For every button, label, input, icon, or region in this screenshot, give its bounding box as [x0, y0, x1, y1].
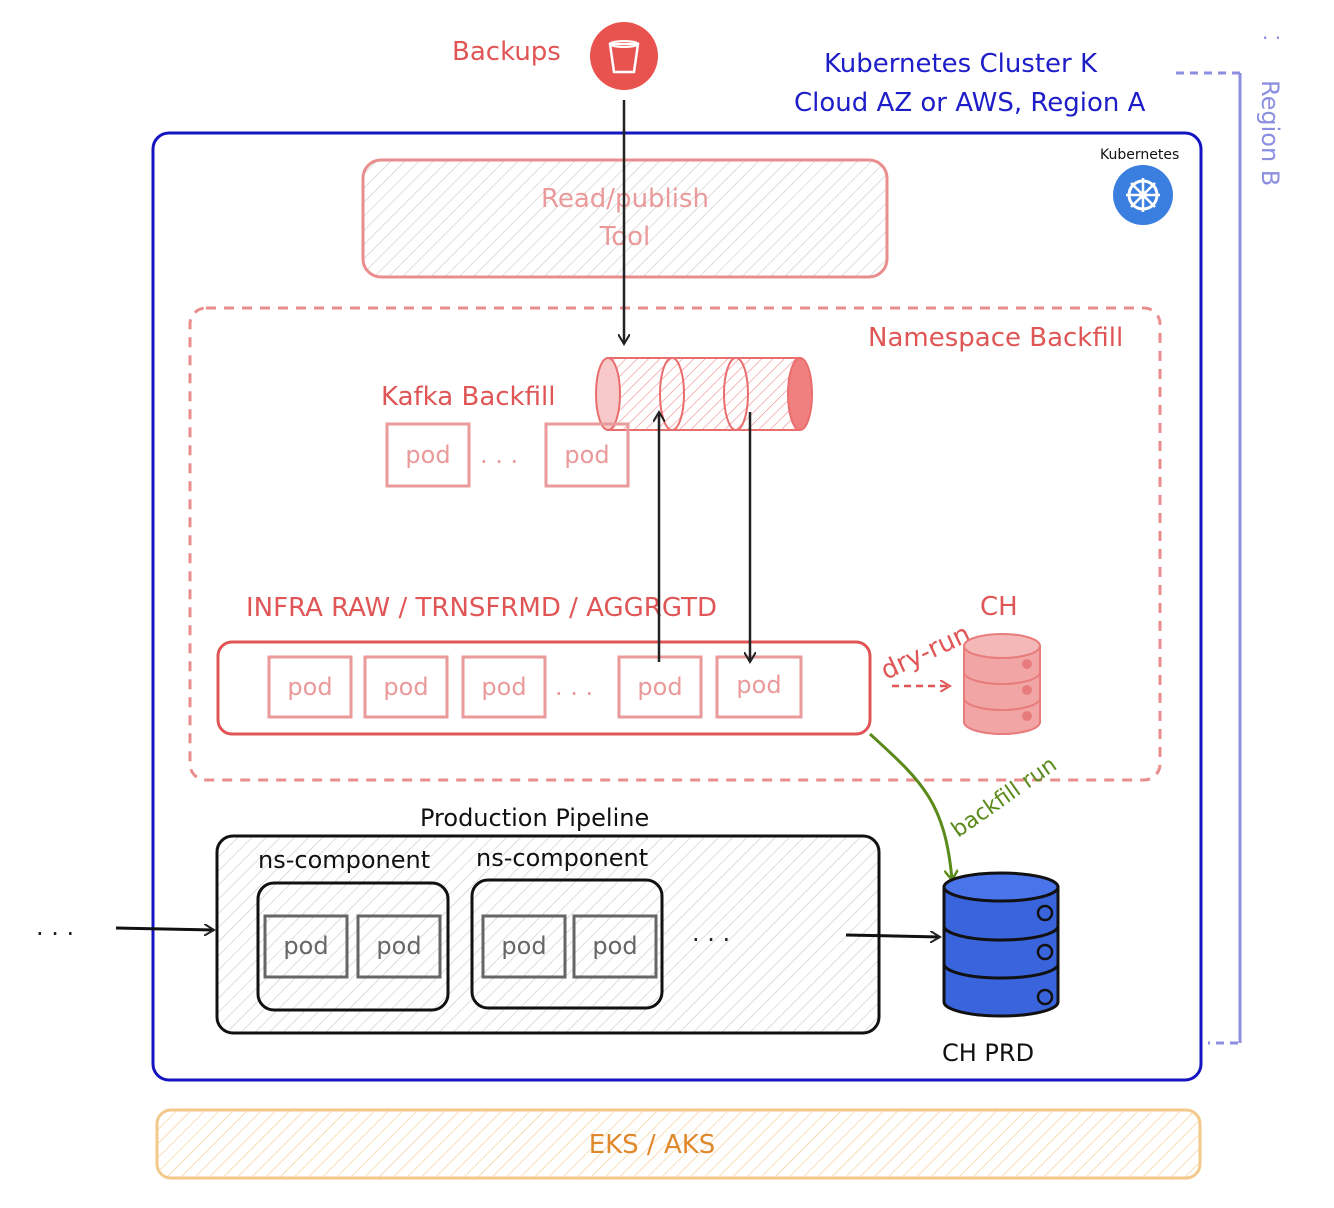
cluster-title-line1: Kubernetes Cluster K [824, 49, 1098, 79]
pod-label: pod [736, 671, 781, 699]
ch-label: CH [980, 592, 1018, 622]
ns-component-label-1: ns-component [258, 846, 430, 874]
infra-pod-3: pod [461, 655, 547, 719]
kafka-pod-2: pod [544, 422, 630, 488]
ch-prd-label: CH PRD [942, 1039, 1034, 1067]
dots-decoration: · · [1262, 26, 1281, 50]
pod-label: pod [501, 932, 546, 960]
backups-label: Backups [452, 37, 561, 67]
ch-database-icon [963, 633, 1041, 735]
incoming-ellipsis: . . . [36, 913, 74, 941]
region-b-bracket: Region B · · [1176, 26, 1284, 1045]
pod-label: pod [637, 673, 682, 701]
kafka-pods-ellipsis: . . . [480, 441, 518, 469]
kafka-pod-1: pod [385, 422, 471, 488]
prod-pod-3: pod [481, 914, 567, 979]
infra-pod-5: pod [715, 655, 803, 719]
eks-aks-label: EKS / AKS [589, 1130, 716, 1160]
cluster-title-line2: Cloud AZ or AWS, Region A [794, 88, 1146, 118]
pod-label: pod [383, 673, 428, 701]
infra-pod-2: pod [363, 655, 449, 719]
kafka-topic-cylinder [595, 357, 813, 431]
pod-label: pod [287, 673, 332, 701]
ns-component-label-2: ns-component [476, 844, 648, 872]
prod-pod-1: pod [263, 914, 349, 979]
backfill-run-arrow [868, 732, 952, 880]
prod-pod-4: pod [572, 914, 658, 979]
prod-pod-2: pod [356, 914, 442, 979]
namespace-backfill-label: Namespace Backfill [868, 323, 1123, 353]
incoming-arrow [115, 928, 214, 930]
dry-run-label: dry-run [876, 619, 975, 686]
namespace-backfill-frame [188, 306, 1162, 782]
pod-label: pod [564, 441, 609, 469]
infra-pod-1: pod [267, 655, 353, 719]
kafka-backfill-label: Kafka Backfill [381, 382, 555, 412]
infra-label: INFRA RAW / TRNSFRMD / AGGRGTD [246, 593, 717, 623]
kubernetes-cluster-frame [151, 131, 1203, 1082]
pod-label: pod [592, 932, 637, 960]
backfill-run-label: backfill run [947, 752, 1062, 843]
infra-pod-4: pod [617, 655, 703, 719]
pod-label: pod [405, 441, 450, 469]
pod-label: pod [481, 673, 526, 701]
kubernetes-badge-label: Kubernetes [1100, 147, 1179, 163]
ns-component-frame-2 [470, 878, 664, 1010]
ch-prd-database-icon [942, 871, 1060, 1018]
pod-label: pod [283, 932, 328, 960]
infra-pods-frame [216, 640, 872, 736]
bucket-icon [590, 22, 658, 90]
infra-pods-ellipsis: . . . [555, 673, 593, 701]
production-pipeline-label: Production Pipeline [420, 804, 649, 832]
ns-component-frame-1 [256, 881, 450, 1012]
backups-node: Backups [452, 22, 658, 90]
pipeline-to-ch-prd-arrow [845, 935, 940, 937]
pod-label: pod [376, 932, 421, 960]
kubernetes-badge: Kubernetes [1100, 147, 1179, 225]
eks-aks-bar [155, 1108, 1202, 1180]
prod-pipeline-ellipsis: . . . [692, 919, 730, 947]
region-b-label: Region B [1256, 80, 1284, 186]
